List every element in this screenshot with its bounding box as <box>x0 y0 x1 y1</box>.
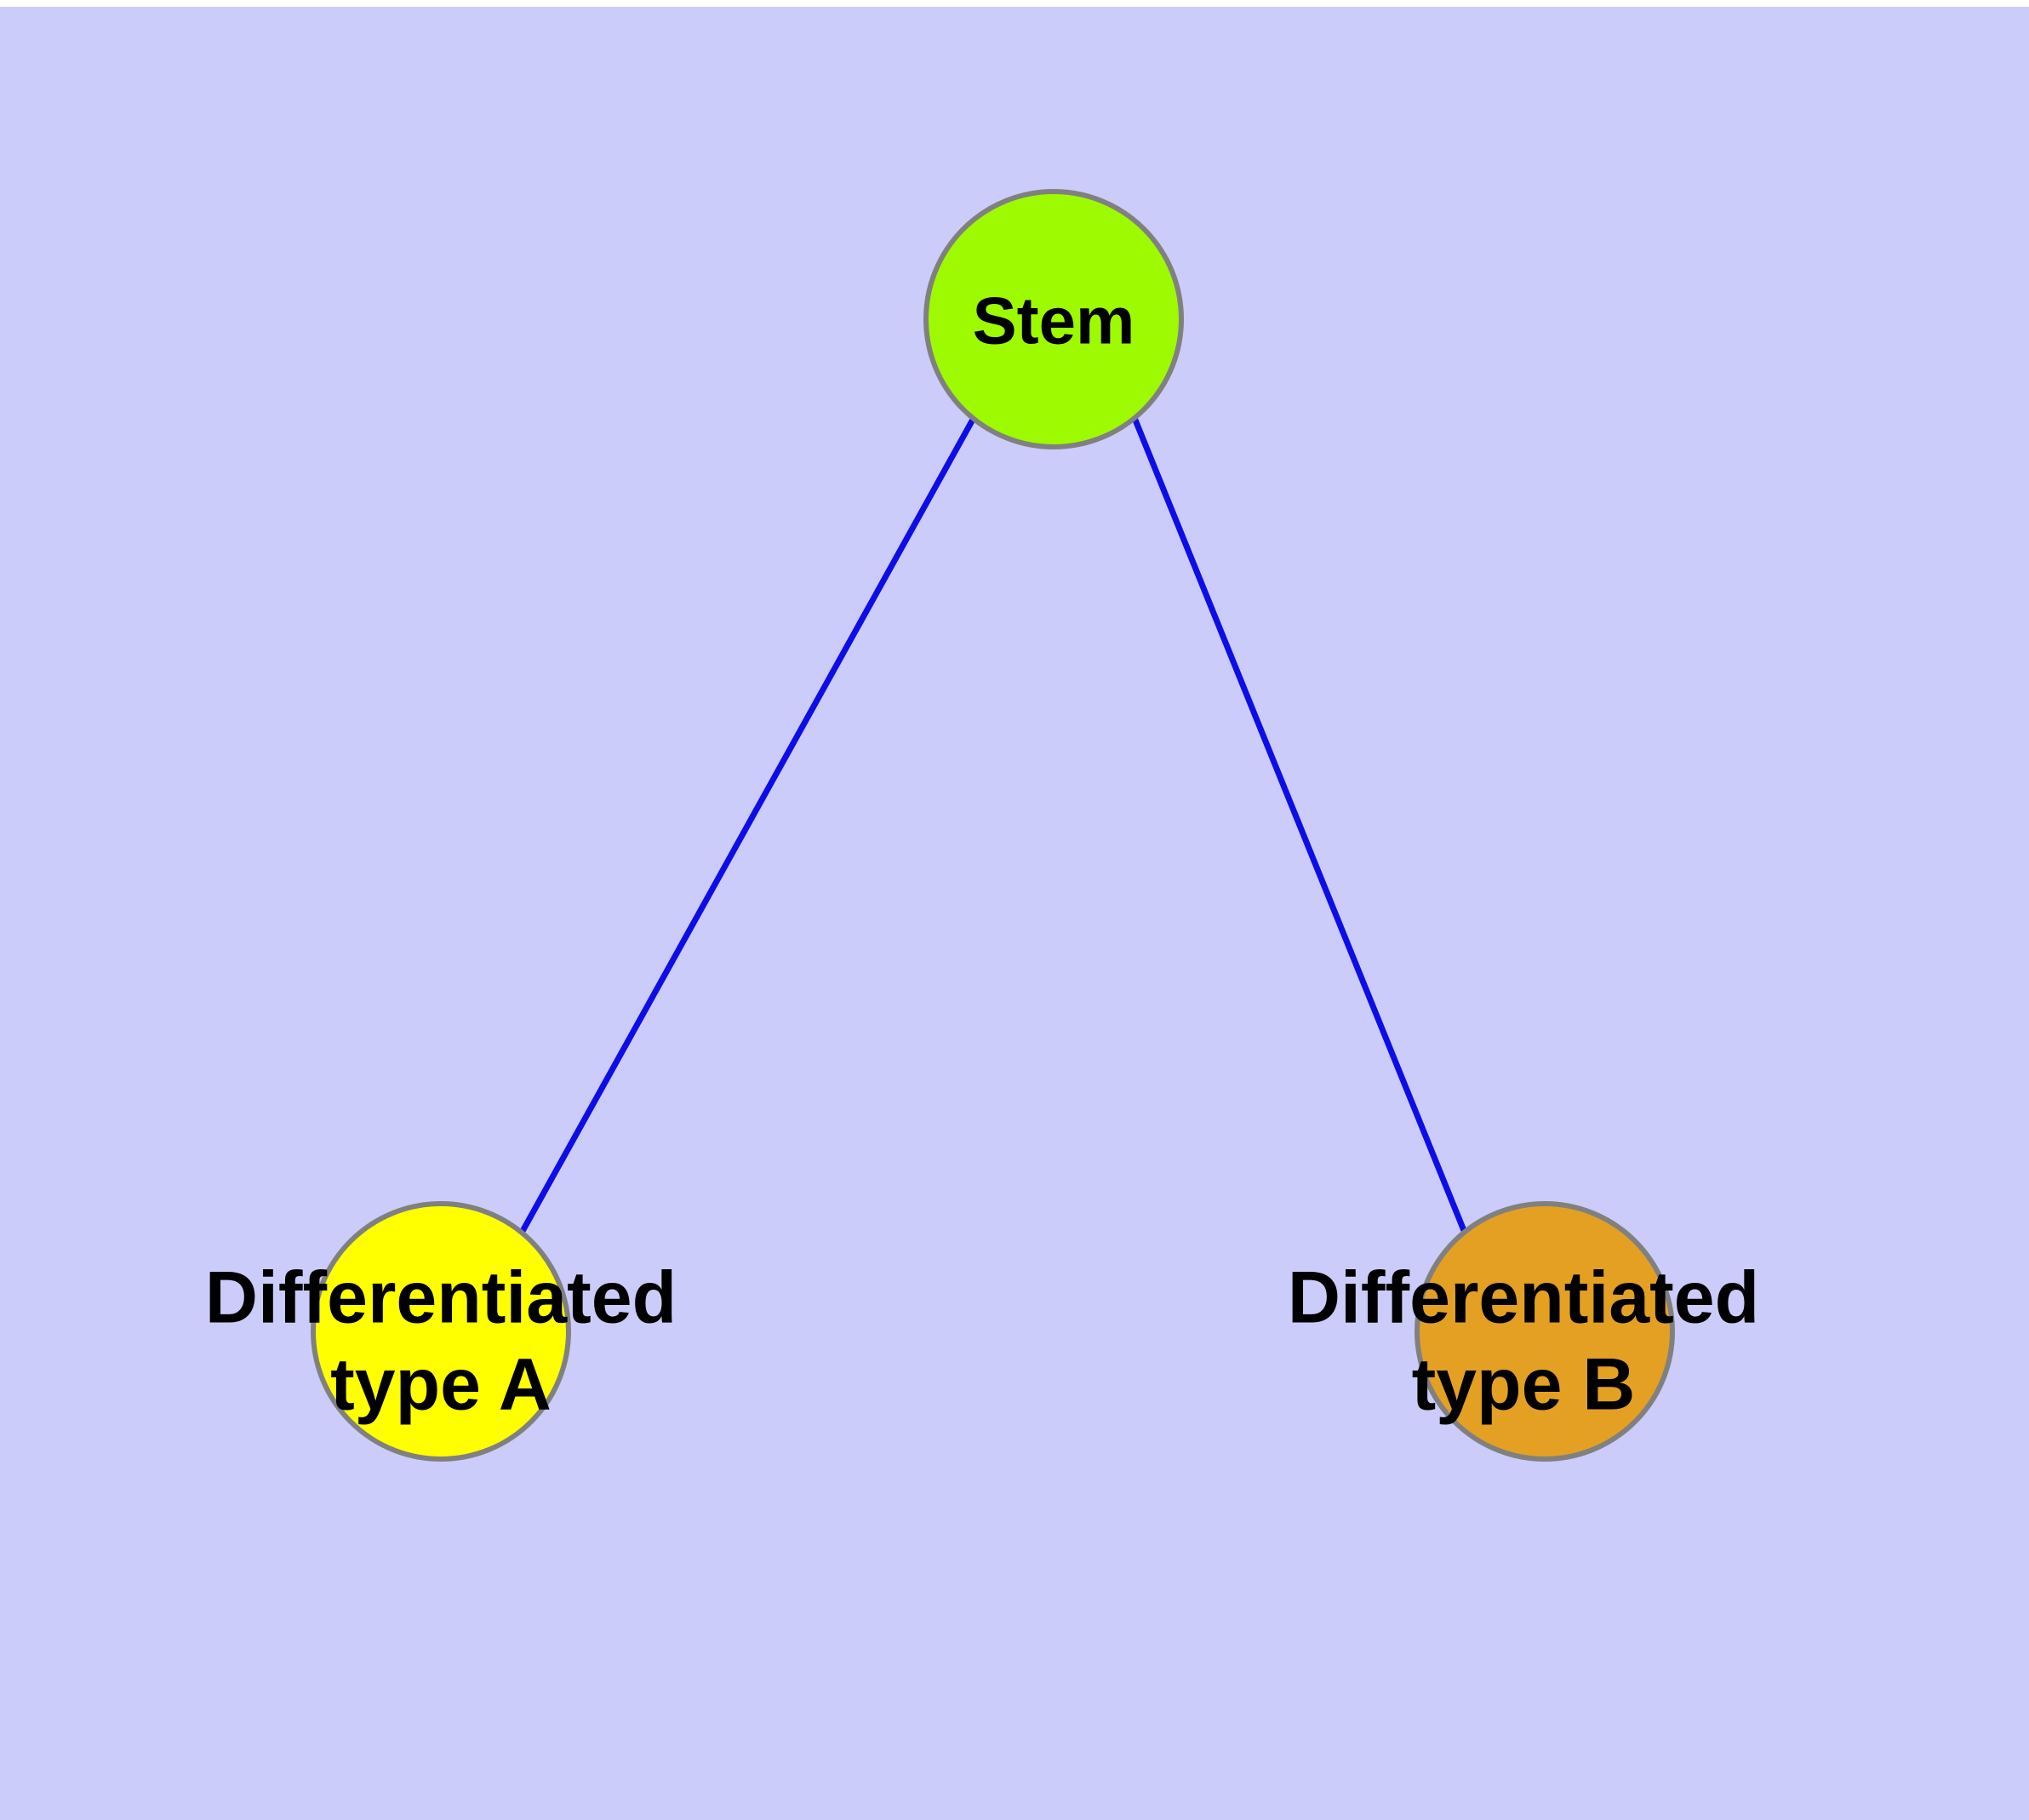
node-differentiated-type-b-label-line2: type B <box>1412 1344 1636 1426</box>
node-differentiated-type-b-circle[interactable] <box>1415 1201 1675 1462</box>
node-differentiated-type-a-label-line2: type A <box>330 1344 552 1426</box>
node-stem-label: Stem <box>973 283 1135 358</box>
edge-stem-to-differentiated-type-b[interactable] <box>1131 416 1468 1234</box>
edge-stem-to-differentiated-type-a[interactable] <box>518 416 977 1234</box>
node-differentiated-type-b-label-line1: Differentiated <box>1288 1257 1759 1339</box>
node-differentiated-type-a[interactable]: Differentiated type A <box>205 1201 677 1462</box>
node-stem-circle[interactable] <box>923 189 1184 449</box>
node-stem[interactable]: Stem <box>923 189 1184 449</box>
cell-lineage-graph: Stem Differentiated type A Differentiate… <box>205 189 1759 1462</box>
diagram-plot-area: Stem Differentiated type A Differentiate… <box>0 7 2029 1820</box>
edge-layer <box>518 416 1468 1234</box>
node-differentiated-type-a-label-line1: Differentiated <box>205 1257 677 1339</box>
node-layer: Stem Differentiated type A Differentiate… <box>205 189 1759 1462</box>
node-differentiated-type-a-circle[interactable] <box>311 1201 571 1462</box>
node-differentiated-type-b[interactable]: Differentiated type B <box>1288 1201 1759 1462</box>
